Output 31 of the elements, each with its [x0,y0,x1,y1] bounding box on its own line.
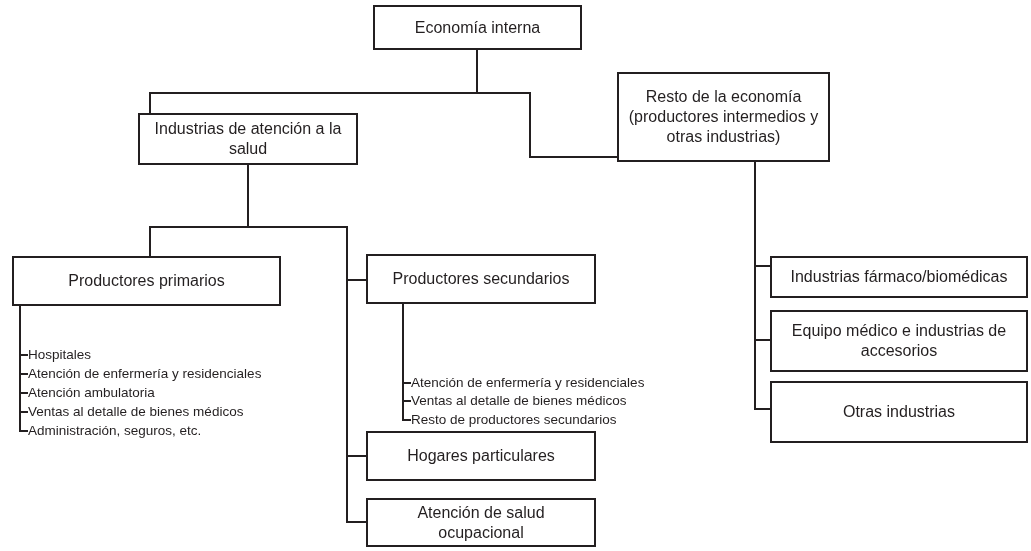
box-label: Productores secundarios [391,269,571,289]
box-label: Resto de la economía (productores intermedios y otras industrias) [627,87,820,147]
box-label: Hogares particulares [406,446,556,466]
box-label: Productores primarios [67,271,226,291]
list-item-text: Ventas al detalle de bienes médicos [411,392,627,410]
category-box [617,72,830,162]
list-item-text: Administración, seguros, etc. [28,422,202,440]
category-box [138,113,358,165]
category-box [366,254,596,304]
category-box [770,310,1028,372]
box-label: Industrias fármaco/biomédicas [789,267,1009,287]
list-item-text: Resto de productores secundarios [411,411,617,429]
category-box [770,256,1028,298]
connector-line [402,303,412,421]
list-item-text: Ventas al detalle de bienes médicos [28,403,244,421]
category-box [12,256,281,306]
category-box [366,431,596,481]
box-label: Equipo médico e industrias de accesorios [790,321,1008,361]
category-box [770,381,1028,443]
category-box [366,498,596,547]
box-label: Economía interna [413,17,542,38]
list-item-text: Atención de enfermería y residenciales [28,365,262,383]
box-label: Otras industrias [841,402,956,422]
list-item-text: Hospitales [28,346,92,364]
list-item-text: Atención ambulatoria [28,384,155,402]
connector-line [754,161,771,410]
list-item-text: Atención de enfermería y residenciales [411,374,645,392]
box-label: Industrias de atención a la salud [153,119,343,159]
box-label: Atención de salud ocupacional [416,502,546,543]
connector-line [476,49,618,158]
category-box [373,5,582,50]
